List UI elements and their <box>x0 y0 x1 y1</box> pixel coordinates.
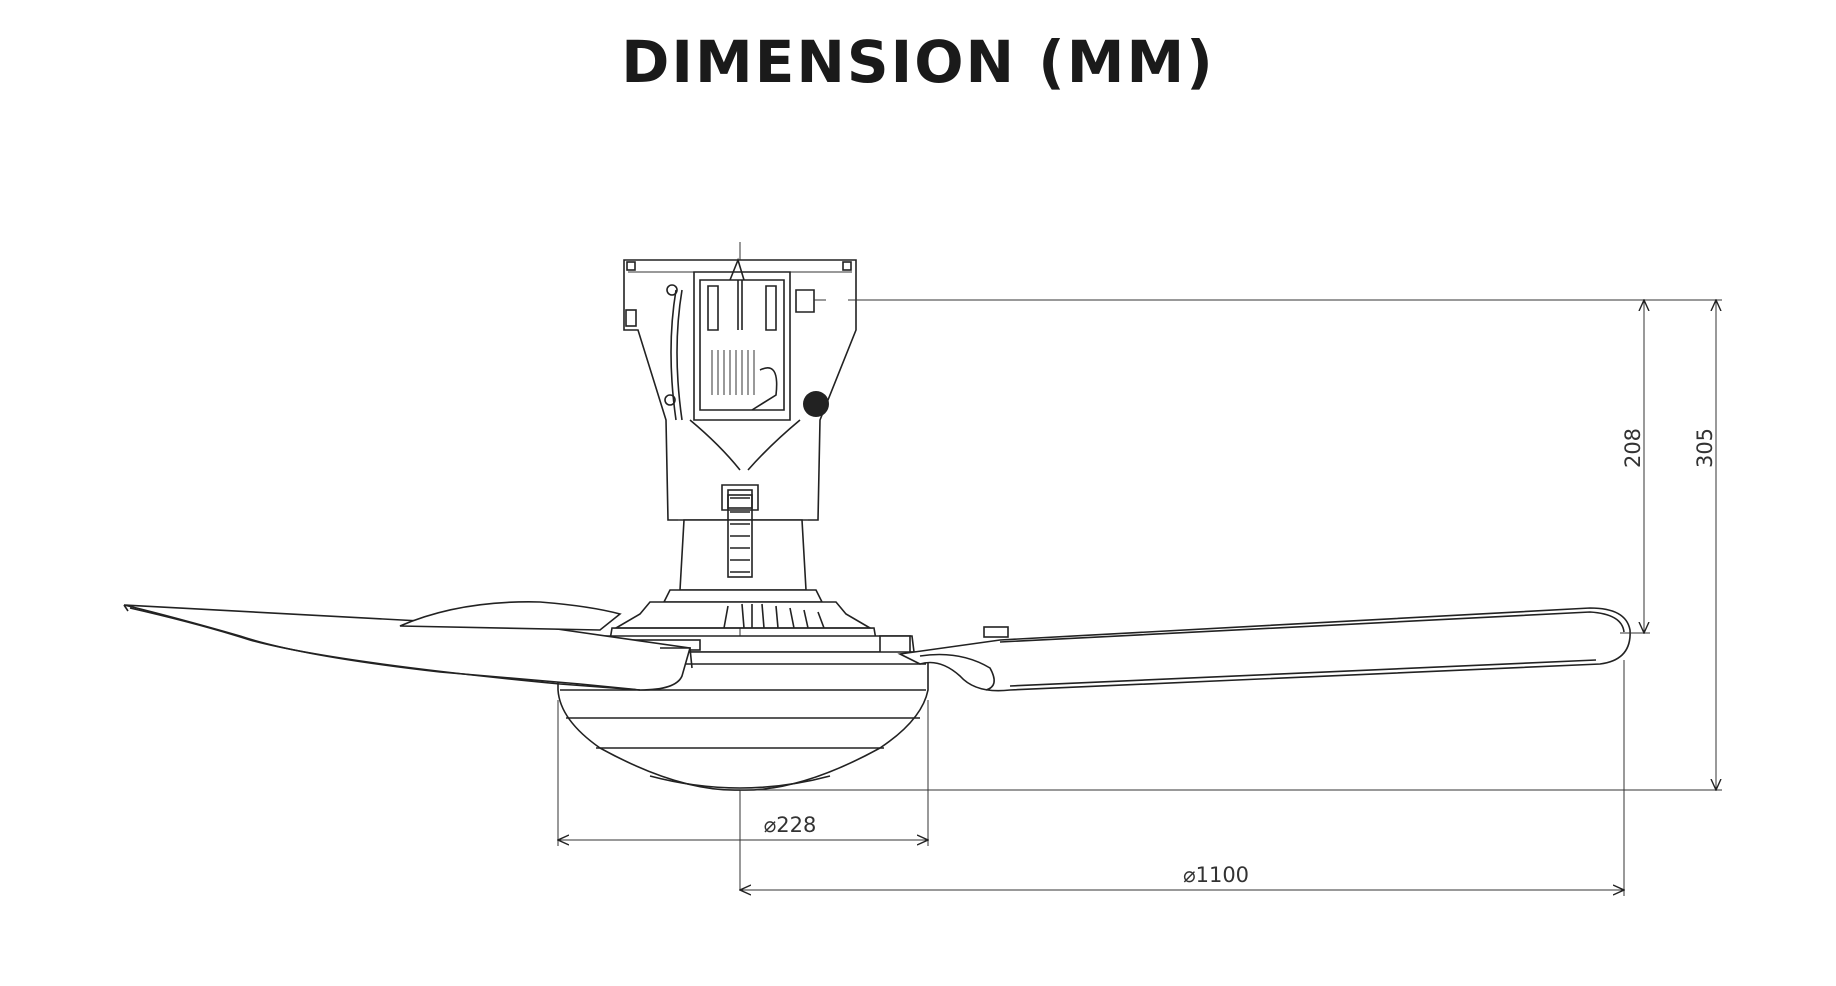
dimension-228-label: ⌀228 <box>764 813 817 837</box>
dimension-1100-label: ⌀1100 <box>1183 863 1249 887</box>
mounting-bracket <box>623 257 857 521</box>
right-blade <box>897 607 1631 692</box>
dimension-305: 305 <box>1693 300 1717 790</box>
page-title: DIMENSION (MM) <box>621 28 1215 96</box>
dimension-305-label: 305 <box>1693 428 1717 468</box>
coil-detail <box>711 350 755 395</box>
dimension-208: 208 <box>1621 300 1645 633</box>
dimension-1100: ⌀1100 <box>740 863 1624 890</box>
dimension-228: ⌀228 <box>558 813 928 840</box>
dimension-208-label: 208 <box>1621 428 1645 468</box>
downrod <box>662 484 824 603</box>
left-blade <box>123 601 693 691</box>
